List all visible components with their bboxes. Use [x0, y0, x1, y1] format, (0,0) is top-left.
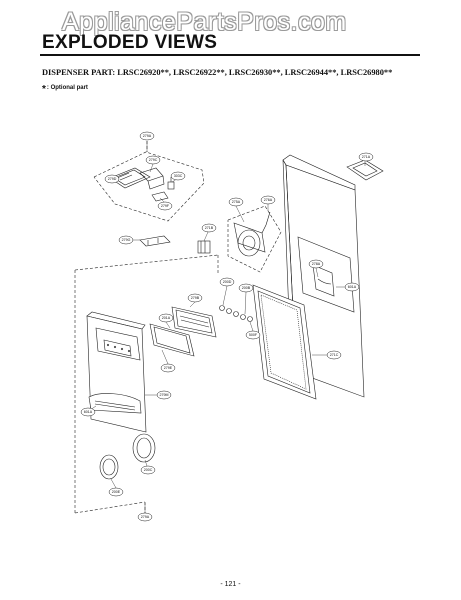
callout-279A: 279A — [139, 131, 155, 141]
callout-279M-text: 279M — [160, 393, 169, 397]
callout-279C: 279C — [145, 155, 161, 165]
leader-lines — [89, 141, 366, 513]
callout-303C-text: 303C — [174, 174, 183, 178]
callout-276A: 276A — [260, 195, 276, 205]
callout-271A: 271A — [358, 152, 374, 162]
page-title: EXPLODED VIEWS — [42, 32, 218, 53]
section-subtitle: DISPENSER PART: LRSC26920**, LRSC26922**… — [42, 68, 393, 77]
callout-278A: 278A — [308, 259, 324, 269]
callout-279G: 279G — [118, 235, 134, 245]
callout-601A-lower-text: 601A — [84, 410, 93, 414]
page-number: - 121 - — [220, 581, 241, 588]
callout-601A-text: 601A — [348, 285, 357, 289]
callout-200C: 200C — [140, 465, 156, 475]
callout-303C: 303C — [170, 171, 186, 181]
optional-part-note: *: Optional part — [42, 84, 88, 95]
callout-278A-text: 278A — [312, 262, 321, 266]
callout-200E: 200E — [108, 487, 124, 497]
asterisk-symbol: * — [42, 84, 46, 95]
callout-601A-lower: 601A — [80, 407, 96, 417]
callout-201A-text: 201A — [162, 316, 171, 320]
callout-275A: 275A — [228, 197, 244, 207]
callout-279M: 279M — [156, 390, 172, 400]
callout-279F-text: 279F — [161, 204, 170, 208]
ring-large — [132, 433, 156, 463]
callout-201A: 201A — [158, 313, 174, 323]
lever-part — [151, 191, 169, 202]
callout-271B: 271B — [201, 223, 217, 233]
funnel-part — [346, 159, 384, 181]
callout-500F-text: 500F — [249, 333, 258, 337]
front-panel — [86, 311, 147, 433]
dashed-group-right — [227, 205, 282, 273]
button-set — [219, 305, 253, 322]
callout-279E: 279E — [160, 363, 176, 373]
callout-200D: 200D — [219, 277, 235, 287]
callout-279A-lower-text: 279A — [141, 515, 150, 519]
callout-279B: 279B — [187, 293, 203, 303]
drip-tray — [88, 393, 142, 414]
callout-279G-text: 279G — [122, 238, 131, 242]
callout-200D-text: 200D — [223, 280, 232, 284]
callout-275A-text: 275A — [232, 200, 241, 204]
callout-279D-text: 279D — [108, 177, 117, 181]
callout-271C-text: 271C — [330, 353, 339, 357]
ring-small — [99, 454, 119, 480]
gasket-frame — [252, 284, 317, 400]
callout-279F: 279F — [157, 201, 173, 211]
callout-279A-lower: 279A — [137, 512, 153, 522]
switch-part — [167, 177, 175, 190]
callout-271C: 271C — [326, 350, 342, 360]
callout-200B: 200B — [238, 283, 254, 293]
callout-labels: 279A 279C 279D 303C 279F 279G 271A 275A … — [80, 131, 374, 522]
callout-601A: 601A — [344, 282, 360, 292]
callout-279A-text: 279A — [143, 134, 152, 138]
callout-200B-text: 200B — [242, 286, 251, 290]
actuator-assembly — [233, 211, 271, 257]
watermark: AppliancePartsPros.com — [62, 8, 347, 36]
callout-279C-text: 279C — [149, 158, 158, 162]
note-text: : Optional part — [46, 85, 88, 91]
callout-271A-text: 271A — [362, 155, 371, 159]
title-divider — [40, 54, 420, 56]
solenoid-part — [197, 240, 211, 254]
callout-200E-text: 200E — [112, 490, 121, 494]
callout-279D: 279D — [104, 174, 120, 184]
callout-276A-text: 276A — [264, 198, 273, 202]
callout-279B-text: 279B — [191, 296, 200, 300]
callout-500F: 500F — [245, 330, 261, 340]
callout-279E-text: 279E — [164, 366, 173, 370]
callout-271B-text: 271B — [205, 226, 214, 230]
display-frame — [149, 323, 195, 357]
small-bracket-part — [139, 235, 171, 247]
callout-200C-text: 200C — [144, 468, 153, 472]
display-board — [171, 306, 217, 338]
